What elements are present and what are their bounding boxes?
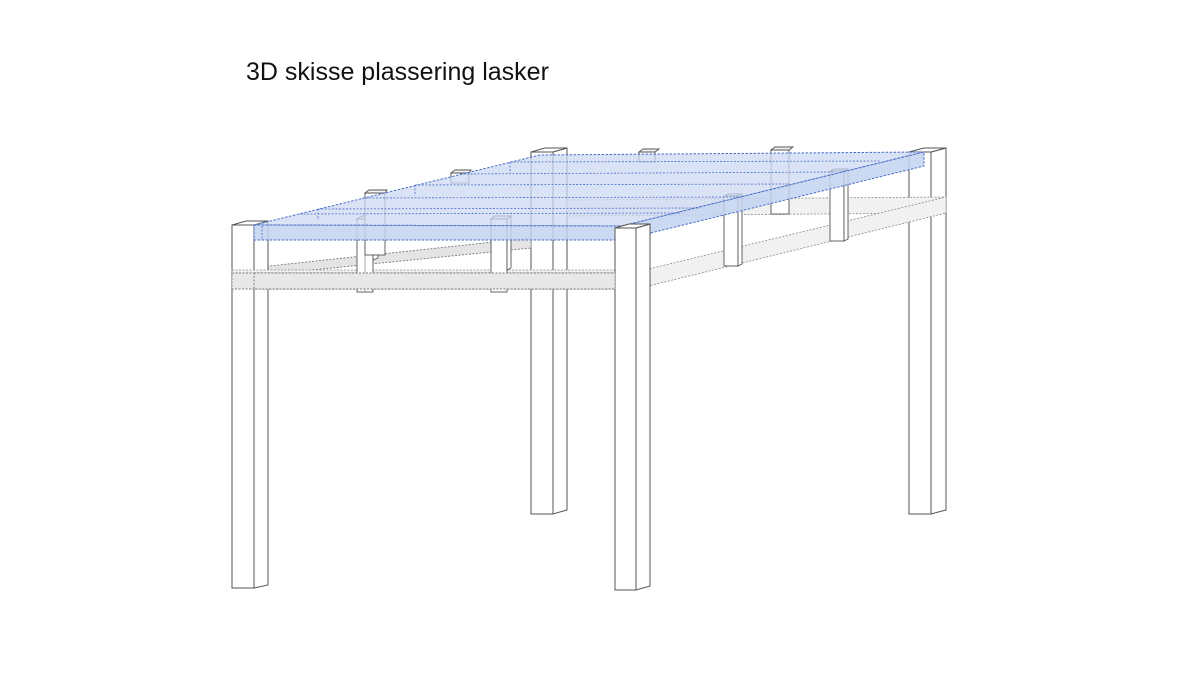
post-front-right: [614, 223, 651, 591]
post-back-right: [908, 147, 947, 515]
post-front-left: [231, 220, 269, 589]
deck-planks: [253, 151, 925, 241]
slide-title: 3D skisse plassering lasker: [246, 58, 549, 86]
beam-front-overlay: [253, 272, 616, 290]
